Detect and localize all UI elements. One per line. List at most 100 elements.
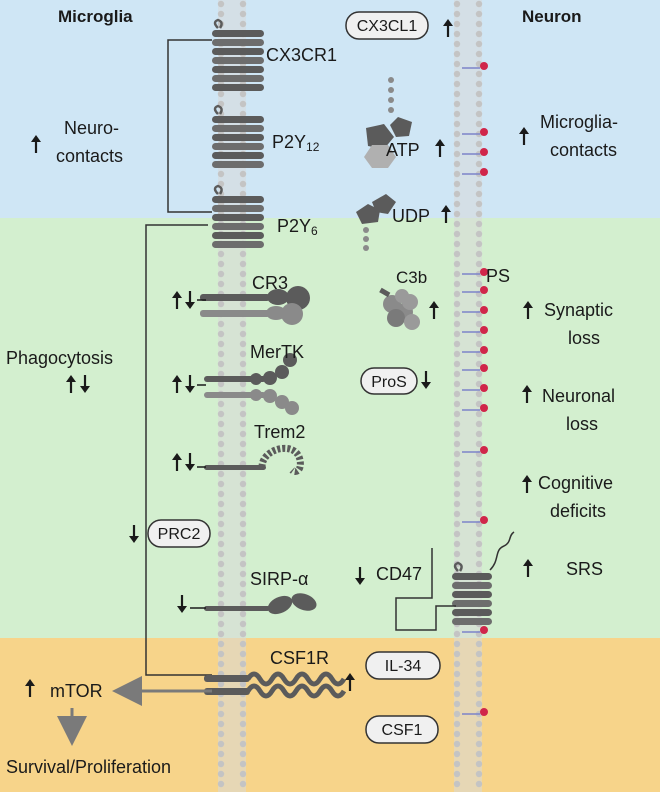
trem2-label: Trem2 bbox=[254, 422, 305, 442]
ps-lipid-dot bbox=[480, 384, 488, 392]
phagocytosis-band bbox=[0, 218, 660, 638]
neuronal-loss-line1: Neuronal bbox=[542, 386, 615, 406]
ps-lipid-dot bbox=[480, 168, 488, 176]
srs-up-arrow bbox=[523, 559, 533, 577]
ps-lipid-dot bbox=[480, 286, 488, 294]
mertk-down-arrow bbox=[185, 375, 195, 393]
cx3cl1-pill: CX3CL1 bbox=[345, 11, 429, 40]
il34-label: IL-34 bbox=[385, 658, 422, 675]
c3b-molecule bbox=[379, 287, 420, 330]
udp-label: UDP bbox=[392, 206, 430, 226]
sirpa-label: SIRP-α bbox=[250, 569, 308, 589]
cd47-loop bbox=[395, 548, 456, 631]
cognitive-deficits-line2: deficits bbox=[550, 501, 606, 521]
cd47-tail bbox=[489, 531, 515, 571]
pros-label: ProS bbox=[371, 374, 407, 391]
prc2-label: PRC2 bbox=[158, 526, 201, 543]
cx3cr1-receptor bbox=[212, 18, 264, 91]
trem2-up-arrow bbox=[172, 453, 182, 471]
il34-pill: IL-34 bbox=[365, 651, 441, 680]
cognitive-deficits-up-arrow bbox=[522, 475, 532, 493]
prc2-pill: PRC2 bbox=[147, 519, 211, 548]
extracellular-band bbox=[0, 0, 660, 218]
mertk-label: MerTK bbox=[250, 342, 304, 362]
csf1-label: CSF1 bbox=[382, 722, 423, 739]
c3b-up-arrow bbox=[429, 301, 439, 319]
ps-lipid-dot bbox=[480, 404, 488, 412]
synaptic-loss-line1: Synaptic bbox=[544, 300, 613, 320]
cd47-receptor bbox=[452, 561, 492, 625]
microglia-contacts-line2: contacts bbox=[550, 140, 617, 160]
microglia-contacts-line1: Microglia- bbox=[540, 112, 618, 132]
ps-lipid-dot bbox=[480, 268, 488, 276]
regulation-arrows bbox=[25, 19, 533, 697]
ps-lipid-dot bbox=[480, 306, 488, 314]
ps-lipid-dot bbox=[480, 62, 488, 70]
cx3cr1-label: CX3CR1 bbox=[266, 45, 337, 65]
neuro-contacts-line2: contacts bbox=[56, 146, 123, 166]
p2y6-label: P2Y6 bbox=[277, 216, 318, 238]
udp-molecule bbox=[356, 194, 396, 251]
microglia-header: Microglia bbox=[58, 7, 133, 26]
synaptic-loss-line2: loss bbox=[568, 328, 600, 348]
atp-molecule bbox=[364, 77, 412, 168]
ps-lipid-dot bbox=[480, 626, 488, 634]
mertk-up-arrow bbox=[172, 375, 182, 393]
neuron-membrane bbox=[453, 0, 488, 792]
mertk-receptor bbox=[204, 353, 299, 415]
pros-pill: ProS bbox=[360, 367, 418, 395]
intracellular-band bbox=[0, 638, 660, 792]
c3b-label: C3b bbox=[396, 268, 427, 287]
pros-down-arrow bbox=[421, 371, 431, 389]
ps-lipid-dot bbox=[480, 708, 488, 716]
p2y12-receptor bbox=[212, 104, 264, 168]
ps-lipid-dot bbox=[480, 446, 488, 454]
cd47-down-arrow bbox=[355, 567, 365, 585]
cr3-receptor bbox=[200, 286, 310, 325]
ps-lipid-dot bbox=[480, 516, 488, 524]
trem2-down-arrow bbox=[185, 453, 195, 471]
p2y6-csf1r-connector bbox=[145, 224, 212, 676]
ps-label: PS bbox=[486, 266, 510, 286]
ps-lipid-dot bbox=[480, 128, 488, 136]
udp-up-arrow bbox=[441, 205, 451, 223]
neuro-contacts-up-arrow bbox=[31, 135, 41, 153]
cr3-up-arrow bbox=[172, 291, 182, 309]
mtor-label: mTOR bbox=[50, 681, 103, 701]
ps-lipid-dot bbox=[480, 326, 488, 334]
sirpa-down-arrow bbox=[177, 595, 187, 613]
cognitive-deficits-line1: Cognitive bbox=[538, 473, 613, 493]
phagocytosis-up-arrow bbox=[66, 375, 76, 393]
ps-lipid-dot bbox=[480, 364, 488, 372]
synaptic-loss-up-arrow bbox=[523, 301, 533, 319]
neuronal-loss-line2: loss bbox=[566, 414, 598, 434]
neuro-contacts-line1: Neuro- bbox=[64, 118, 119, 138]
phagocytosis-label: Phagocytosis bbox=[6, 348, 113, 368]
p2y12-label: P2Y12 bbox=[272, 132, 320, 154]
sirpa-receptor bbox=[204, 593, 317, 615]
cr3-down-arrow bbox=[185, 291, 195, 309]
cx3cl1-label: CX3CL1 bbox=[357, 18, 418, 35]
csf1-pill: CSF1 bbox=[365, 715, 439, 744]
atp-up-arrow bbox=[435, 139, 445, 157]
phagocytosis-down-arrow bbox=[80, 375, 90, 393]
csf1r-label: CSF1R bbox=[270, 648, 329, 668]
cx3cr1-p2y6-connector bbox=[167, 39, 212, 213]
neuron-header: Neuron bbox=[522, 7, 582, 26]
microglia-contacts-up-arrow bbox=[519, 127, 529, 145]
mtor-up-arrow bbox=[25, 679, 35, 697]
survival-proliferation-label: Survival/Proliferation bbox=[6, 757, 171, 777]
cr3-label: CR3 bbox=[252, 273, 288, 293]
cd47-label: CD47 bbox=[376, 564, 422, 584]
p2y6-receptor bbox=[212, 184, 264, 248]
neuronal-loss-up-arrow bbox=[522, 385, 532, 403]
ps-lipid-dot bbox=[480, 346, 488, 354]
trem2-receptor bbox=[204, 444, 304, 475]
ps-lipid-dot bbox=[480, 148, 488, 156]
srs-label: SRS bbox=[566, 559, 603, 579]
il34-up-arrow bbox=[345, 673, 355, 691]
csf1r-receptor bbox=[204, 671, 347, 699]
cx3cl1-up-arrow bbox=[443, 19, 453, 37]
prc2-down-arrow bbox=[129, 525, 139, 543]
